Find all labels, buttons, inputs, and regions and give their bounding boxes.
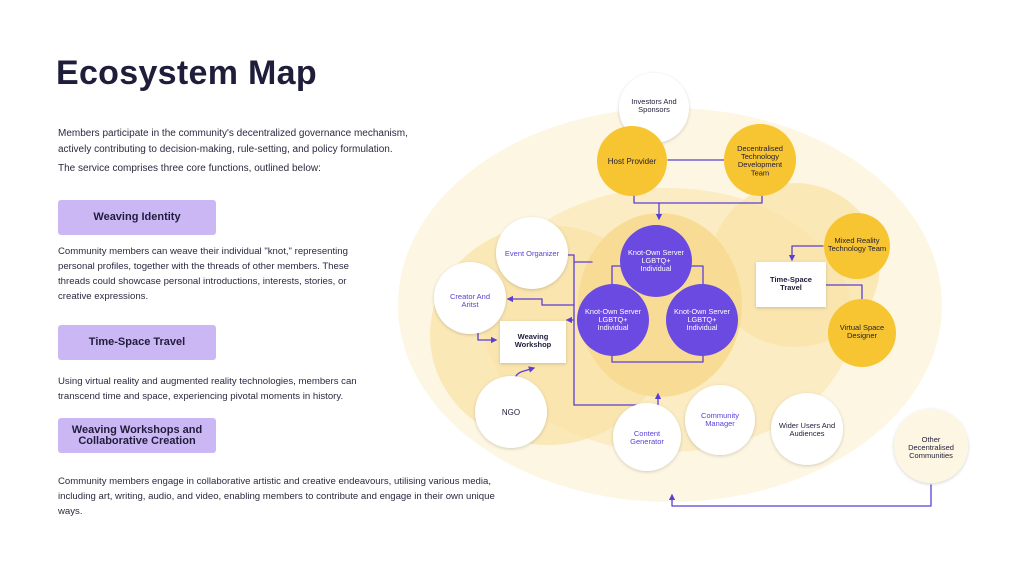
node-label-line: Audiences [789, 429, 824, 438]
node-label-line: Decentralised [737, 144, 783, 153]
event-organizer-label: Event Organizer [505, 249, 560, 258]
intro-paragraph: The service comprises three core functio… [58, 163, 321, 174]
function-label-weaving-identity: Weaving Identity [58, 200, 216, 235]
node-label-line: Other [922, 435, 941, 444]
function-description-weaving-workshops: Community members engage in collaborativ… [58, 476, 495, 517]
other-communities-return-arrow [668, 484, 932, 507]
ngo-node: NGO [475, 376, 547, 448]
function-label-weaving-workshops: Weaving Workshops and Collaborative Crea… [58, 418, 216, 453]
node-label-line: Individual [641, 264, 672, 273]
function-label-time-space-travel: Time-Space Travel [58, 325, 216, 360]
host-provider-label: Host Provider [608, 157, 657, 166]
node-label-line: Designer [847, 331, 878, 340]
node-label-line: Mixed Reality [834, 236, 879, 245]
node-label-line: Investors And [631, 97, 676, 106]
hub-to-creator-arrow [506, 295, 575, 306]
intro-paragraph: Members participate in the community's d… [58, 128, 408, 155]
node-label-line: LGBTQ+ [642, 256, 671, 265]
node-label-line: Aritst [461, 300, 479, 309]
ngo-label: NGO [502, 408, 520, 417]
node-label-line: Event Organizer [505, 249, 560, 258]
intro-text: Members participate in the community's d… [58, 126, 428, 181]
node-label-line: LGBTQ+ [599, 315, 628, 324]
node-label-line: Technology Team [828, 244, 886, 253]
node-label-line: Sponsors [638, 105, 670, 114]
function-description-time-space-travel: Using virtual reality and augmented real… [58, 376, 357, 402]
node-label-line: Community [701, 411, 739, 420]
node-label-line: Creator And [450, 292, 490, 301]
node-label-line: Workshop [515, 340, 552, 349]
node-label-line: Technology [741, 152, 779, 161]
mixed-reality-to-time-space-arrow [788, 245, 824, 262]
node-label-line: Content [634, 429, 661, 438]
node-label-line: Host Provider [608, 157, 657, 166]
node-label-line: NGO [502, 408, 520, 417]
node-label-line: Virtual Space [840, 323, 884, 332]
node-label-line: Weaving [518, 332, 549, 341]
node-label-line: Individual [687, 323, 718, 332]
node-label-line: LGBTQ+ [688, 315, 717, 324]
node-label-line: Manager [705, 419, 735, 428]
node-label-line: Time-Space [770, 275, 812, 284]
event-organizer-to-hub-arrow [567, 254, 575, 406]
node-label-line: Decentralised [908, 443, 954, 452]
page-title: Ecosystem Map [56, 54, 317, 92]
creator-to-workshop-arrow [477, 329, 498, 344]
node-label-line: Knot-Own Server [585, 307, 642, 316]
node-label-line: Development [738, 160, 783, 169]
node-label-line: Wider Users And [779, 421, 835, 430]
node-label-line: Communities [909, 451, 953, 460]
node-label-line: Knot-Own Server [628, 248, 685, 257]
host-provider-node: Host Provider [597, 126, 667, 196]
node-label-line: Knot-Own Server [674, 307, 731, 316]
node-label-line: Team [751, 168, 769, 177]
node-label-line: Generator [630, 437, 664, 446]
node-label-line: Individual [598, 323, 629, 332]
function-description-weaving-identity: Community members can weave their indivi… [58, 246, 349, 302]
node-label-line: Travel [780, 283, 802, 292]
event-organizer-node: Event Organizer [496, 217, 568, 289]
